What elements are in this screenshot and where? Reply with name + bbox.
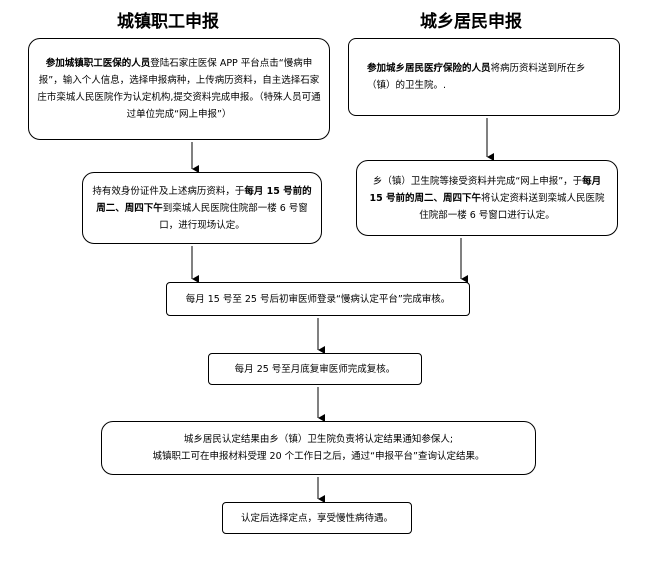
resident-step2-bold: 每月 15 号前的周二、周四下午 [369, 175, 602, 204]
employee-step1-text: 登陆石家庄医保 APP 平台点击“慢病申报”，输入个人信息，选择申报病种，上传病… [37, 58, 321, 120]
left-column-title: 城镇职工申报 [117, 12, 219, 32]
resident-step1-bold: 参加城乡居民医疗保险的人员 [367, 63, 491, 74]
employee-step2-bold: 每月 15 号前的周二、周四下午 [96, 185, 312, 214]
step-choose-designated-point: 认定后选择定点，享受慢性病待遇。 [222, 502, 412, 534]
resident-step-township-submission: 乡（镇）卫生院等接受资料并完成“网上申报”，于每月 15 号前的周二、周四下午将… [356, 160, 618, 236]
employee-step1-bold: 参加城镇职工医保的人员 [45, 58, 151, 69]
step-result-line1: 城乡居民认定结果由乡（镇）卫生院负责将认定结果通知参保人; [183, 434, 454, 445]
resident-step1-text: 将病历资料送到所在乡（镇）的卫生院。. [367, 63, 586, 91]
right-column-title: 城乡居民申报 [420, 12, 522, 32]
step-choose-designated-point-text: 认定后选择定点，享受慢性病待遇。 [240, 512, 393, 524]
step-final-review: 每月 25 号至月底复审医师完成复核。 [208, 353, 422, 385]
employee-step-onsite-verification: 持有效身份证件及上述病历资料，于每月 15 号前的周二、周四下午到栾城人民医院住… [82, 172, 322, 244]
employee-step2-pre: 持有效身份证件及上述病历资料，于 [92, 185, 245, 197]
step-result-line2: 城镇职工可在申报材料受理 20 个工作日之后，通过“申报平台”查询认定结果。 [152, 451, 485, 462]
employee-step2-post: 到栾城人民医院住院部一楼 6 号窗口，进行现场认定。 [159, 202, 308, 231]
resident-step-submit-records: 参加城乡居民医疗保险的人员将病历资料送到所在乡（镇）的卫生院。. [348, 38, 620, 116]
employee-step-online-application: 参加城镇职工医保的人员登陆石家庄医保 APP 平台点击“慢病申报”，输入个人信息… [28, 38, 330, 140]
step-initial-review: 每月 15 号至 25 号后初审医师登录“慢病认定平台”完成审核。 [166, 282, 470, 316]
resident-step2-post: 将认定资料送到栾城人民医院住院部一楼 6 号窗口进行认定。 [419, 192, 605, 221]
step-result-notification: 城乡居民认定结果由乡（镇）卫生院负责将认定结果通知参保人; 城镇职工可在申报材料… [101, 421, 536, 475]
step-final-review-text: 每月 25 号至月底复审医师完成复核。 [234, 363, 396, 375]
resident-step2-pre: 乡（镇）卫生院等接受资料并完成“网上申报”，于 [372, 175, 583, 187]
step-initial-review-text: 每月 15 号至 25 号后初审医师登录“慢病认定平台”完成审核。 [185, 293, 451, 305]
